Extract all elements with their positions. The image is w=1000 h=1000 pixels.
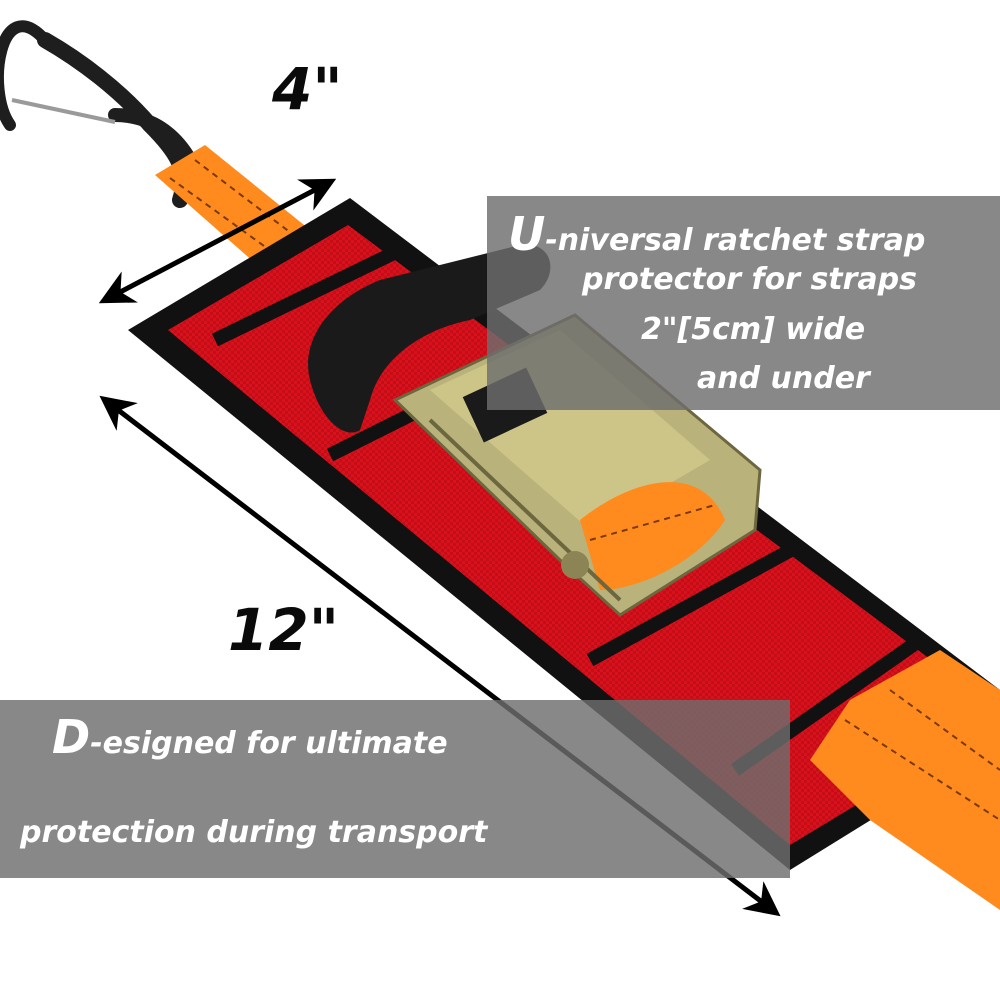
- bottom-banner-line2: protection during transport: [20, 815, 488, 850]
- top-banner-initial: U: [508, 207, 546, 261]
- top-banner-line3: 2"[5cm] wide: [641, 312, 866, 347]
- bottom-banner-line1-text: -esigned for ultimate: [90, 726, 448, 761]
- bottom-feature-banner: [0, 700, 790, 878]
- strap-lower: [810, 650, 1000, 910]
- length-dimension-label: 12": [228, 596, 339, 664]
- top-banner-line1-text: -niversal ratchet strap: [545, 223, 926, 258]
- top-banner-line4: and under: [697, 361, 870, 396]
- top-banner-line2: protector for straps: [582, 262, 918, 297]
- bottom-banner-line1: D-esigned for ultimate: [52, 710, 448, 764]
- width-arrow: [98, 178, 337, 304]
- width-dimension-label: 4": [272, 55, 343, 123]
- bottom-banner-initial: D: [52, 710, 91, 764]
- top-banner-line1: U-niversal ratchet strap: [508, 207, 925, 261]
- top-feature-banner: [487, 196, 1000, 410]
